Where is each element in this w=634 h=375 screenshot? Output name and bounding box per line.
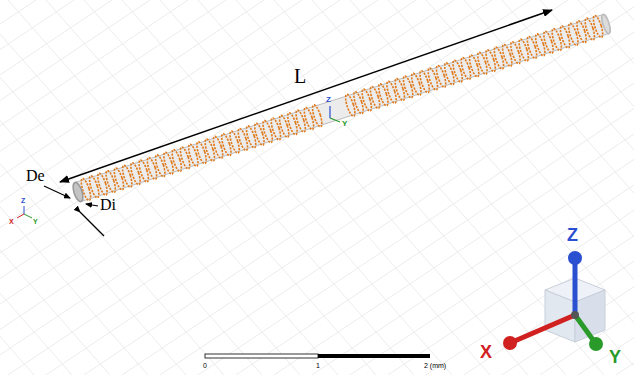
axis-label: X [480, 343, 492, 361]
de-leader [44, 186, 70, 198]
di-leader [86, 204, 98, 206]
axis-label: Y [33, 218, 38, 225]
axis-label: Y [609, 348, 621, 366]
axis-label: X [9, 218, 14, 225]
axis-label: Z [21, 197, 25, 204]
scale-number: 0 [203, 362, 207, 369]
inner-diameter-label: Di [100, 197, 116, 213]
small-axis-triad [17, 206, 32, 218]
scale-number: 2 (mm) [424, 362, 446, 369]
axis-label: Z [326, 96, 331, 104]
length-label: L [294, 66, 306, 86]
length-dimension [60, 10, 552, 182]
axis-cube [503, 251, 605, 351]
de-leader-lower [80, 212, 104, 236]
axis-label: Z [567, 226, 578, 244]
solenoid-coil [71, 14, 612, 203]
outer-diameter-label: De [26, 168, 45, 184]
centre-axis-triad [330, 106, 340, 122]
scale-number: 1 [316, 362, 320, 369]
scale-bar [205, 354, 430, 358]
axis-label: Y [342, 120, 347, 128]
